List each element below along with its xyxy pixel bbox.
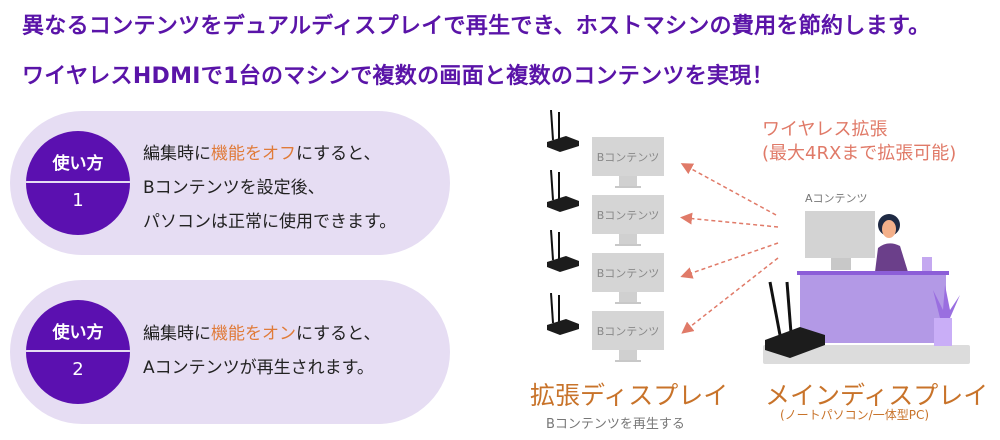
extended-monitor: Bコンテンツ [592,137,664,188]
text: 編集時に [143,324,211,344]
wireless-title: ワイヤレス拡張 [762,119,888,140]
text: Aコンテンツが再生されます。 [143,358,374,378]
desk-icon [797,271,949,275]
extended-display-title: 拡張ディスプレイ [530,381,729,410]
step-text-1: 編集時に機能をオフにすると、 Bコンテンツを設定後、 パソコンは正常に使用できま… [143,137,396,239]
receiver-icon [547,293,579,335]
step-text-2: 編集時に機能をオンにすると、 Aコンテンツが再生されます。 [143,317,381,385]
receiver-icon [547,170,579,212]
text: パソコンは正常に使用できます。 [143,212,397,232]
main-display-subtitle: (ノートパソコン/一体型PC) [780,408,930,422]
extended-display-subtitle: Bコンテンツを再生する [546,417,685,432]
main-display-title: メインディスプレイ [765,381,989,410]
monitor-label: Bコンテンツ [592,137,664,176]
text: Bコンテンツを設定後、 [143,178,325,198]
receiver-icon [547,110,579,152]
highlight-text: 機能をオフ [211,144,296,164]
text: 編集時に [143,144,211,164]
badge-divider [26,181,130,183]
wireless-subtitle: (最大4RXまで拡張可能) [762,143,957,164]
badge-divider [26,350,130,352]
highlight-text: 機能をオン [211,324,296,344]
step-card-1: 使い方 1 編集時に機能をオフにすると、 Bコンテンツを設定後、 パソコンは正常… [10,111,450,255]
extended-monitor: Bコンテンツ [592,311,664,362]
pen-cup-icon [922,257,932,271]
step-badge-label: 使い方 [52,154,104,174]
headline-line2: ワイヤレスHDMIで1台のマシンで複数の画面と複数のコンテンツを実現！ [22,64,774,89]
step-badge-2: 使い方 2 [26,300,130,404]
main-monitor-label: Aコンテンツ [805,192,868,205]
step-badge-label: 使い方 [52,323,104,343]
extended-monitor: Bコンテンツ [592,195,664,246]
headline-line1: 異なるコンテンツをデュアルディスプレイで再生でき、ホストマシンの費用を節約します… [22,14,931,39]
monitor-label: Bコンテンツ [592,195,664,234]
wireless-arrow [681,257,779,334]
wireless-label: ワイヤレス拡張 (最大4RXまで拡張可能) [762,118,956,166]
step-number: 2 [72,359,84,380]
text: にすると、 [296,144,381,164]
receiver-icon [547,230,579,272]
main-monitor-icon [805,211,875,258]
wireless-arrow [680,242,779,279]
transmitter-icon [765,281,825,358]
step-badge-1: 使い方 1 [26,131,130,235]
text: にすると、 [296,324,381,344]
floor-base [763,345,970,364]
monitor-label: Bコンテンツ [592,253,664,292]
step-number: 1 [72,190,84,211]
wireless-arrow [680,163,777,216]
monitor-label: Bコンテンツ [592,311,664,350]
wireless-arrow [680,212,779,228]
step-card-2: 使い方 2 編集時に機能をオンにすると、 Aコンテンツが再生されます。 [10,280,450,424]
extended-monitor: Bコンテンツ [592,253,664,304]
plant-icon [933,285,960,318]
